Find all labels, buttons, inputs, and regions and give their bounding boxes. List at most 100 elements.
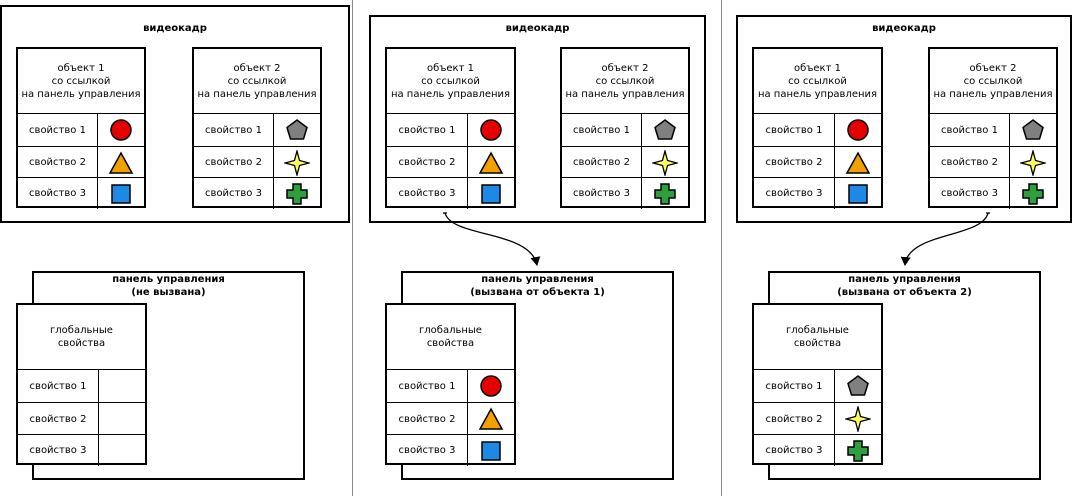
red-circle-icon bbox=[835, 114, 881, 146]
global-title-line: глобальные bbox=[419, 325, 482, 336]
blue-square-icon bbox=[468, 435, 514, 466]
yellow-star-icon bbox=[1010, 147, 1056, 178]
orange-triangle-icon bbox=[468, 147, 514, 178]
control-panel-title-line: панель управления bbox=[481, 274, 594, 285]
yellow-star-icon bbox=[642, 147, 688, 178]
property-row: свойство 3 bbox=[18, 434, 145, 466]
blue-square-icon bbox=[468, 178, 514, 209]
object-1-header: объект 1 со ссылкой на панель управления bbox=[18, 49, 144, 114]
control-panel-title-line: панель управления bbox=[848, 274, 961, 285]
property-row: свойство 2 bbox=[387, 146, 514, 178]
yellow-star-icon bbox=[274, 147, 320, 178]
gray-pentagon-icon bbox=[835, 370, 881, 402]
yellow-star-icon bbox=[835, 403, 881, 435]
property-label: свойство 3 bbox=[562, 178, 642, 209]
object-1-card: объект 1 со ссылкой на панель управления… bbox=[16, 47, 146, 209]
red-circle-icon bbox=[468, 370, 514, 402]
property-label: свойство 1 bbox=[387, 114, 468, 146]
property-label: свойство 3 bbox=[18, 435, 99, 466]
green-cross-icon bbox=[274, 178, 320, 209]
control-panel-title: панель управления (вызвана от объекта 1) bbox=[401, 273, 674, 299]
property-row: свойство 1 bbox=[754, 370, 881, 402]
property-label: свойство 1 bbox=[754, 114, 835, 146]
property-label: свойство 3 bbox=[754, 435, 835, 466]
property-row: свойство 1 bbox=[387, 370, 514, 402]
global-title-line: свойства bbox=[426, 338, 475, 349]
property-row: свойство 3 bbox=[194, 177, 320, 209]
global-properties-card: глобальные свойства свойство 1 свойство … bbox=[385, 303, 516, 466]
global-properties-card: глобальные свойства свойство 1 свойство … bbox=[752, 303, 883, 466]
diagram-panel-2: видеокадр объект 1 со ссылкой на панель … bbox=[353, 0, 721, 496]
property-row: свойство 2 bbox=[387, 402, 514, 435]
video-frame-title: видеокадр bbox=[143, 23, 207, 34]
object-1-title-line: объект 1 bbox=[57, 62, 105, 74]
property-label: свойство 2 bbox=[930, 147, 1010, 178]
green-cross-icon bbox=[642, 178, 688, 209]
object-1-title-line: со ссылкой bbox=[421, 75, 480, 87]
property-label: свойство 2 bbox=[562, 147, 642, 178]
object-2-card: объект 2 со ссылкой на панель управления… bbox=[560, 47, 690, 209]
object-2-card: объект 2 со ссылкой на панель управления… bbox=[192, 47, 322, 209]
video-frame-title: видеокадр bbox=[872, 23, 936, 34]
panel-divider bbox=[721, 0, 722, 496]
property-row: свойство 2 bbox=[754, 402, 881, 435]
control-panel-title: панель управления (вызвана от объекта 2) bbox=[768, 273, 1041, 299]
property-row: свойство 3 bbox=[387, 434, 514, 466]
property-row: свойство 3 bbox=[930, 177, 1056, 209]
property-label: свойство 2 bbox=[387, 147, 468, 178]
property-label: свойство 3 bbox=[754, 178, 835, 209]
diagram-panel-1: видеокадр объект 1 со ссылкой на панель … bbox=[0, 0, 352, 496]
global-title-line: глобальные bbox=[786, 325, 849, 336]
orange-triangle-icon bbox=[835, 147, 881, 178]
property-row: свойство 3 bbox=[562, 177, 688, 209]
orange-triangle-icon bbox=[468, 403, 514, 435]
control-panel-title: панель управления (не вызвана) bbox=[32, 273, 305, 299]
object-2-title-line: объект 2 bbox=[969, 62, 1017, 74]
property-label: свойство 3 bbox=[194, 178, 274, 209]
property-label: свойство 3 bbox=[387, 435, 468, 466]
property-row: свойство 1 bbox=[562, 114, 688, 146]
empty-slot bbox=[99, 435, 145, 466]
global-title-line: свойства bbox=[793, 338, 842, 349]
property-row: свойство 2 bbox=[754, 146, 881, 178]
object-2-title-line: со ссылкой bbox=[227, 75, 287, 87]
property-label: свойство 2 bbox=[754, 147, 835, 178]
property-row: свойство 2 bbox=[18, 402, 145, 435]
property-label: свойство 2 bbox=[18, 147, 98, 178]
property-label: свойство 1 bbox=[562, 114, 642, 146]
object-1-title-line: на панель управления bbox=[21, 88, 141, 100]
gray-pentagon-icon bbox=[642, 114, 688, 146]
property-label: свойство 2 bbox=[194, 147, 274, 178]
property-row: свойство 1 bbox=[18, 370, 145, 402]
property-label: свойство 1 bbox=[18, 370, 99, 402]
object-1-card: объект 1 со ссылкой на панель управления… bbox=[385, 47, 516, 209]
blue-square-icon bbox=[98, 178, 144, 209]
property-row: свойство 1 bbox=[387, 114, 514, 146]
property-row: свойство 1 bbox=[18, 114, 144, 146]
property-label: свойство 1 bbox=[194, 114, 274, 146]
object-2-title-line: на панель управления bbox=[565, 88, 685, 100]
property-label: свойство 3 bbox=[930, 178, 1010, 209]
object-2-card: объект 2 со ссылкой на панель управления… bbox=[928, 47, 1058, 209]
property-row: свойство 2 bbox=[194, 146, 320, 178]
property-label: свойство 1 bbox=[930, 114, 1010, 146]
video-frame-title: видеокадр bbox=[505, 23, 570, 34]
property-row: свойство 3 bbox=[18, 177, 144, 209]
object-2-title-line: на панель управления bbox=[197, 88, 317, 100]
control-panel-title-line: панель управления bbox=[112, 274, 225, 285]
object-2-title-line: со ссылкой bbox=[963, 75, 1023, 87]
object-2-header: объект 2 со ссылкой на панель управления bbox=[562, 49, 688, 114]
red-circle-icon bbox=[468, 114, 514, 146]
property-row: свойство 2 bbox=[562, 146, 688, 178]
property-label: свойство 3 bbox=[18, 178, 98, 209]
property-label: свойство 1 bbox=[18, 114, 98, 146]
object-2-title-line: объект 2 bbox=[233, 62, 281, 74]
object-2-header: объект 2 со ссылкой на панель управления bbox=[194, 49, 320, 114]
property-label: свойство 3 bbox=[387, 178, 468, 209]
object-2-title-line: со ссылкой bbox=[595, 75, 655, 87]
property-row: свойство 2 bbox=[18, 146, 144, 178]
red-circle-icon bbox=[98, 114, 144, 146]
property-label: свойство 2 bbox=[18, 403, 99, 435]
object-2-title-line: на панель управления bbox=[933, 88, 1053, 100]
empty-slot bbox=[99, 370, 145, 402]
